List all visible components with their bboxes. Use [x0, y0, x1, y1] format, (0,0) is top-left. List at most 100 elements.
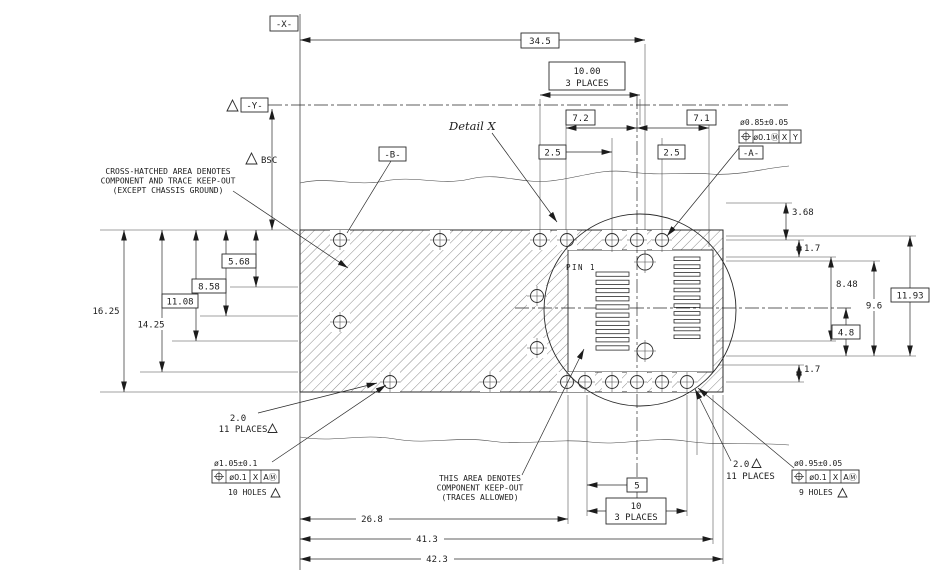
- hole-right-fcf-datum2: AⓂ: [843, 473, 856, 482]
- dim-7-1: 7.1: [693, 114, 709, 124]
- dim-2-0-left-note: 11 PLACES: [219, 425, 268, 435]
- position-symbol-icon: [741, 131, 751, 142]
- datum-a-label: -A-: [743, 149, 759, 159]
- dim-5: 5: [634, 482, 639, 492]
- dim-2-0-right: 2.0: [733, 460, 749, 470]
- dim-4-8: 4.8: [838, 329, 854, 339]
- hatch-note-line1: CROSS-HATCHED AREA DENOTES: [105, 167, 230, 176]
- component-pads-left: [595, 271, 630, 351]
- flag-triangle-icon: [267, 423, 278, 433]
- hole-marker: [330, 230, 350, 250]
- detail-x-label: Detail X: [448, 119, 497, 133]
- hole-right-fcf-datum1: X: [833, 473, 839, 482]
- hole-marker: [527, 286, 547, 306]
- position-symbol-icon: [214, 471, 224, 482]
- flag-triangle-icon: [837, 487, 848, 498]
- dim-2-5-left: 2.5: [544, 149, 560, 159]
- dimension-labels: 34.5 10.00 3 PLACES 7.2 7.1 2.5 2.5 11.0…: [92, 32, 930, 565]
- hole-marker: [430, 230, 450, 250]
- pin1-label: PIN 1: [566, 263, 596, 272]
- hole-marker: [627, 230, 647, 250]
- position-symbol-icon: [794, 471, 804, 482]
- break-lines: [299, 165, 790, 446]
- dim-8-58: 8.58: [198, 283, 220, 293]
- hole-left-fcf-datum1: X: [253, 473, 259, 482]
- keepout-note-line2: COMPONENT KEEP-OUT: [437, 484, 524, 493]
- dim-42-3: 42.3: [426, 555, 448, 565]
- datum-y-label: -Y-: [246, 102, 262, 112]
- extension-lines: [100, 44, 916, 564]
- hole-marker: [557, 372, 577, 392]
- hole-marker: [677, 372, 697, 392]
- hatch-note-line2: COMPONENT AND TRACE KEEP-OUT: [101, 177, 236, 186]
- dim-26-8: 26.8: [361, 515, 383, 525]
- dim-11-08: 11.08: [166, 298, 193, 308]
- hole-marker: [530, 230, 550, 250]
- hole-left-fcf-datum2: AⓂ: [263, 473, 276, 482]
- dim-34-5: 34.5: [529, 37, 551, 47]
- dim-2-5-right: 2.5: [663, 149, 679, 159]
- leader-lines: [232, 132, 795, 476]
- hole-marker: [380, 372, 400, 392]
- component-pads-right: [673, 256, 701, 339]
- callout-hole-a: ø0.85±0.05 ø0.1Ⓜ X Y -A-: [738, 118, 802, 160]
- dim-8-48: 8.48: [836, 280, 858, 290]
- dim-2-0-left: 2.0: [230, 414, 246, 424]
- dim-10-note: 3 PLACES: [614, 513, 657, 523]
- hole-marker: [330, 312, 350, 332]
- callout-hole-right: ø0.95±0.05 ø0.1 X AⓂ 9 HOLES: [791, 459, 860, 498]
- callout-hole-left: ø1.05±0.1 ø0.1 X AⓂ 10 HOLES: [211, 459, 281, 498]
- flag-triangle-icon: [270, 487, 281, 498]
- keepout-note-line3: (TRACES ALLOWED): [441, 493, 518, 502]
- hole-marker: [652, 230, 672, 250]
- hole-marker: [602, 372, 622, 392]
- keepout-note-line1: THIS AREA DENOTES: [439, 474, 521, 483]
- keepout-hatched-area: [299, 229, 724, 393]
- hole-marker: [480, 372, 500, 392]
- hole-marker: [602, 230, 622, 250]
- dim-10-00: 10.00: [573, 67, 600, 77]
- hole-right-size: ø0.95±0.05: [794, 459, 842, 468]
- flag-triangle-icon: [226, 98, 239, 112]
- dim-11-93: 11.93: [896, 292, 923, 302]
- datum-labels: -X- -Y- BSC -B-: [226, 15, 407, 166]
- dim-9-6: 9.6: [866, 302, 882, 312]
- bsc-label: BSC: [261, 156, 277, 166]
- centerlines: [268, 14, 852, 570]
- detail-x-circle: [543, 213, 737, 407]
- dim-41-3: 41.3: [416, 535, 438, 545]
- hole-left-qty: 10 HOLES: [228, 488, 267, 497]
- dim-1-7-top: 1.7: [804, 244, 820, 254]
- hole-marker: [652, 372, 672, 392]
- hole-left-size: ø1.05±0.1: [214, 459, 258, 468]
- break-line-top: [299, 165, 790, 184]
- hatch-note-line3: (EXCEPT CHASSIS GROUND): [113, 186, 224, 195]
- break-line-bottom: [299, 436, 790, 446]
- component-mount-holes: [634, 251, 656, 362]
- datum-b-label: -B-: [384, 151, 400, 161]
- hole-a-size: ø0.85±0.05: [740, 118, 788, 127]
- hole-right-qty: 9 HOLES: [799, 488, 833, 497]
- dim-10: 10: [631, 502, 642, 512]
- hole-a-fcf-datum1: X: [782, 133, 788, 142]
- dim-7-2: 7.2: [572, 114, 588, 124]
- hole-marker: [627, 372, 647, 392]
- hole-marker: [527, 338, 547, 358]
- datum-x-label: -X-: [276, 20, 292, 30]
- dim-16-25: 16.25: [92, 307, 119, 317]
- hole-a-fcf-datum2: Y: [792, 133, 798, 142]
- hole-left-fcf-tolerance: ø0.1: [229, 473, 247, 482]
- dim-3-68: 3.68: [792, 208, 814, 218]
- flag-triangle-icon: [245, 151, 258, 165]
- hole-a-fcf-tolerance: ø0.1Ⓜ: [753, 133, 779, 142]
- dim-14-25: 14.25: [137, 321, 164, 331]
- hole-right-fcf-tolerance: ø0.1: [809, 473, 827, 482]
- notes: CROSS-HATCHED AREA DENOTES COMPONENT AND…: [101, 119, 596, 502]
- dim-5-68: 5.68: [228, 258, 250, 268]
- dim-10-00-note: 3 PLACES: [565, 79, 608, 89]
- hole-marker: [557, 230, 577, 250]
- dim-2-0-right-note: 11 PLACES: [726, 472, 775, 482]
- dim-1-7-bottom: 1.7: [804, 365, 820, 375]
